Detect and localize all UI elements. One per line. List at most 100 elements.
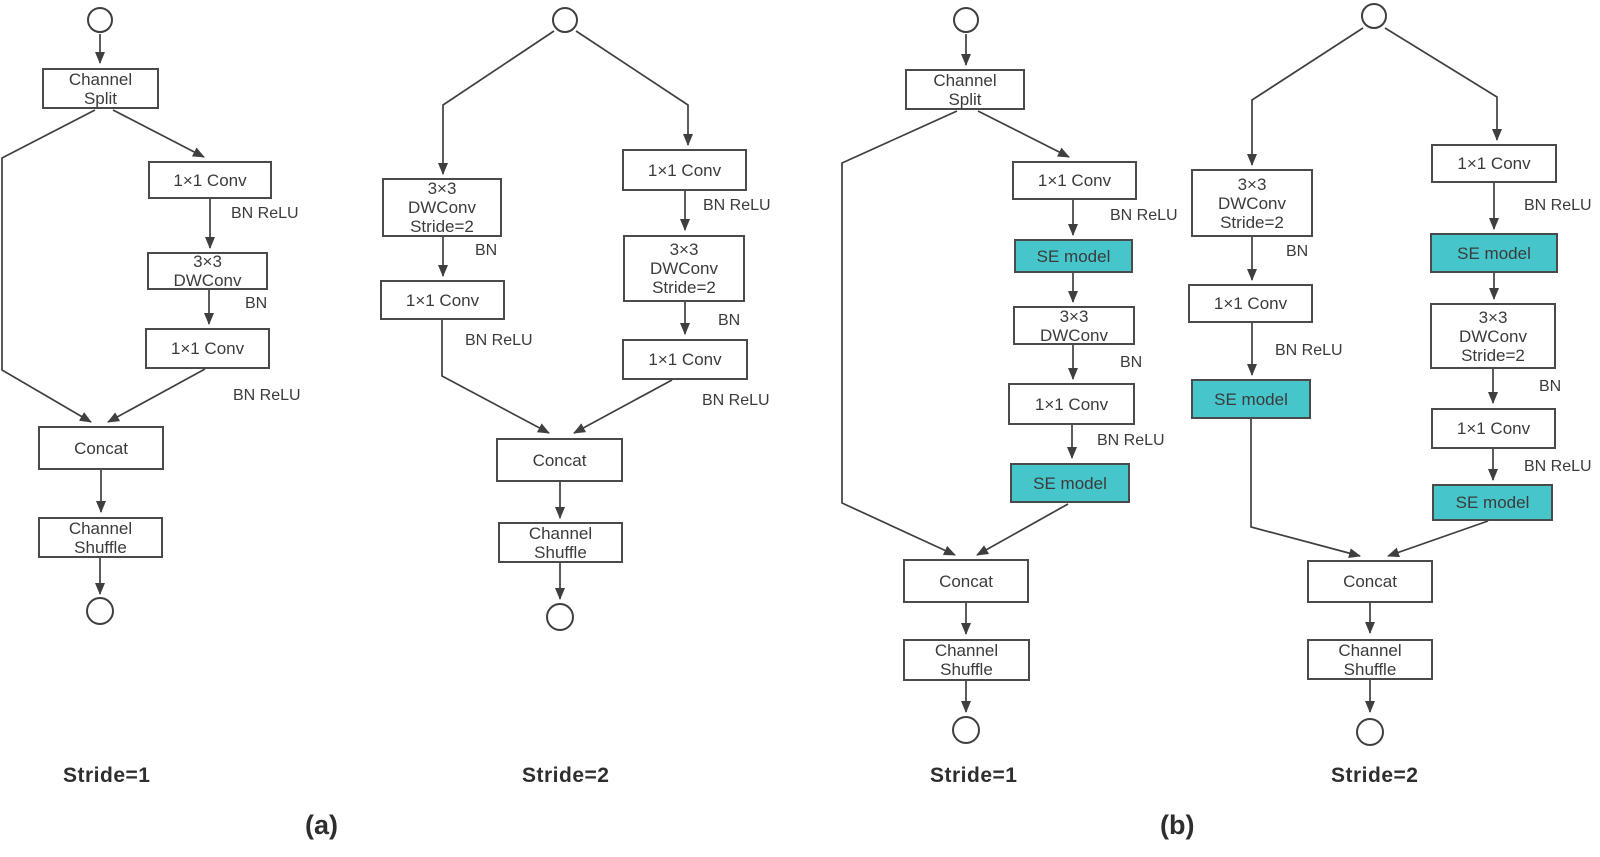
b1-bn-label: BN <box>1120 354 1143 371</box>
a2-right-bn-relu-label-1: BN ReLU <box>703 197 771 214</box>
a2-right-bn-relu-label-2: BN ReLU <box>702 392 770 409</box>
a2-output-circle <box>546 603 574 631</box>
a2-right-bn-label: BN <box>718 312 741 329</box>
b1-channel-split-box: Channel Split <box>905 69 1025 110</box>
a2-left-conv-label: 1×1 Conv <box>405 290 480 310</box>
a1-concat-box: Concat <box>38 426 164 470</box>
a1-conv1-box: 1×1 Conv <box>148 161 272 199</box>
a2-left-dwconv-box: 3×3 DWConv Stride=2 <box>382 178 502 237</box>
b2-input-circle <box>1361 3 1387 29</box>
a2-edge-right-conv2-to-concat <box>573 379 673 434</box>
a2-concat-box: Concat <box>496 438 623 482</box>
b2-right-se1-box: SE model <box>1430 233 1558 273</box>
b1-bn-relu-label-2: BN ReLU <box>1097 432 1165 449</box>
b1-conv2-label: 1×1 Conv <box>1034 394 1109 414</box>
a1-stride-caption: Stride=1 <box>63 764 151 787</box>
a1-edge-bypass-to-concat <box>1 109 96 423</box>
a2-edge-input-to-left-dwconv <box>438 30 555 175</box>
a2-right-dwconv-label: 3×3 DWConv Stride=2 <box>649 240 718 297</box>
a2-right-conv1-label: 1×1 Conv <box>647 160 722 180</box>
a1-input-circle <box>87 7 113 33</box>
b1-output-circle <box>952 716 980 744</box>
a1-edge-conv2-to-concat <box>107 368 206 423</box>
a1-conv2-box: 1×1 Conv <box>145 328 270 369</box>
b2-stride-caption: Stride=2 <box>1331 764 1419 787</box>
b1-edge-bypass-to-concat <box>841 110 958 556</box>
a2-edge-left-conv-to-concat <box>441 320 550 434</box>
b2-right-dwconv-box: 3×3 DWConv Stride=2 <box>1430 303 1556 369</box>
b1-edge-se2-to-concat <box>976 503 1069 556</box>
a2-channel-shuffle-label: Channel Shuffle <box>528 523 593 562</box>
a2-left-bn-label: BN <box>475 242 498 259</box>
b1-concat-box: Concat <box>903 559 1029 603</box>
b2-left-bn-label: BN <box>1286 243 1309 260</box>
b2-right-conv2-label: 1×1 Conv <box>1456 419 1531 438</box>
a2-left-dwconv-label: 3×3 DWConv Stride=2 <box>407 179 476 236</box>
a2-right-conv2-box: 1×1 Conv <box>622 339 748 380</box>
a2-stride-caption: Stride=2 <box>522 764 610 787</box>
a1-channel-split-box: Channel Split <box>42 68 159 109</box>
b1-input-circle <box>953 7 979 33</box>
b2-output-circle <box>1356 718 1384 746</box>
a1-bn-relu-label-1: BN ReLU <box>231 205 299 222</box>
b2-right-dwconv-label: 3×3 DWConv Stride=2 <box>1458 307 1527 365</box>
b2-edge-input-to-right-conv1 <box>1384 27 1502 141</box>
a2-input-circle <box>552 7 578 33</box>
b2-edge-input-to-left-dwconv <box>1247 27 1364 166</box>
b2-concat-label: Concat <box>1343 572 1397 591</box>
b2-left-se-label: SE model <box>1214 389 1288 409</box>
a2-edge-input-to-right-conv1 <box>575 30 693 146</box>
b2-channel-shuffle-label: Channel Shuffle <box>1338 640 1402 679</box>
b1-se1-label: SE model <box>1036 246 1111 266</box>
b1-dwconv-label: 3×3 DWConv <box>1039 306 1108 345</box>
b1-stride-caption: Stride=1 <box>930 764 1018 787</box>
b2-left-dwconv-box: 3×3 DWConv Stride=2 <box>1191 169 1313 237</box>
a1-dwconv-box: 3×3 DWConv <box>147 252 268 290</box>
b1-concat-label: Concat <box>939 571 993 591</box>
a1-output-circle <box>86 597 114 625</box>
a1-channel-split-label: Channel Split <box>68 69 133 108</box>
b1-edge-split-to-conv1 <box>977 110 1070 158</box>
a2-left-bn-relu-label: BN ReLU <box>465 332 533 349</box>
a1-edge-split-to-conv1 <box>112 109 205 158</box>
b2-edge-right-se2-to-concat <box>1387 520 1489 558</box>
b1-se2-box: SE model <box>1010 463 1130 503</box>
a1-concat-label: Concat <box>74 438 128 458</box>
b1-conv1-label: 1×1 Conv <box>1037 171 1112 190</box>
a2-channel-shuffle-box: Channel Shuffle <box>498 522 623 563</box>
b1-dwconv-box: 3×3 DWConv <box>1013 306 1135 345</box>
b2-left-se-box: SE model <box>1191 379 1311 419</box>
a1-conv2-label: 1×1 Conv <box>170 339 245 358</box>
b1-conv1-box: 1×1 Conv <box>1012 161 1137 200</box>
a2-right-conv1-box: 1×1 Conv <box>622 149 747 191</box>
panel-a-caption: (a) <box>305 810 338 840</box>
b1-channel-split-label: Channel Split <box>933 70 997 109</box>
b2-right-se2-box: SE model <box>1432 484 1553 521</box>
a1-conv1-label: 1×1 Conv <box>173 170 247 190</box>
b2-left-bn-relu-label: BN ReLU <box>1275 342 1343 359</box>
panel-b-caption: (b) <box>1160 810 1195 840</box>
a2-right-conv2-label: 1×1 Conv <box>648 350 722 369</box>
b2-concat-box: Concat <box>1307 560 1433 603</box>
b2-right-bn-relu-label-1: BN ReLU <box>1524 197 1592 214</box>
b2-right-bn-label: BN <box>1539 378 1562 395</box>
b1-channel-shuffle-label: Channel Shuffle <box>934 641 999 679</box>
a1-channel-shuffle-label: Channel Shuffle <box>68 518 133 557</box>
b1-se1-box: SE model <box>1014 239 1133 273</box>
a1-channel-shuffle-box: Channel Shuffle <box>38 517 163 558</box>
b2-left-conv-label: 1×1 Conv <box>1213 294 1288 313</box>
b2-left-conv-box: 1×1 Conv <box>1188 284 1313 323</box>
a1-bn-relu-label-2: BN ReLU <box>233 387 301 404</box>
b2-edge-left-se-to-concat <box>1250 419 1361 559</box>
a1-dwconv-label: 3×3 DWConv <box>173 252 242 290</box>
b1-channel-shuffle-box: Channel Shuffle <box>903 639 1030 681</box>
b1-bn-relu-label-1: BN ReLU <box>1110 207 1178 224</box>
b2-right-conv1-box: 1×1 Conv <box>1431 144 1557 183</box>
a2-left-conv-box: 1×1 Conv <box>380 280 505 320</box>
b2-right-conv1-label: 1×1 Conv <box>1457 154 1531 173</box>
a2-right-dwconv-box: 3×3 DWConv Stride=2 <box>623 235 745 302</box>
b2-right-bn-relu-label-2: BN ReLU <box>1524 458 1592 475</box>
b2-right-se2-label: SE model <box>1455 493 1530 512</box>
